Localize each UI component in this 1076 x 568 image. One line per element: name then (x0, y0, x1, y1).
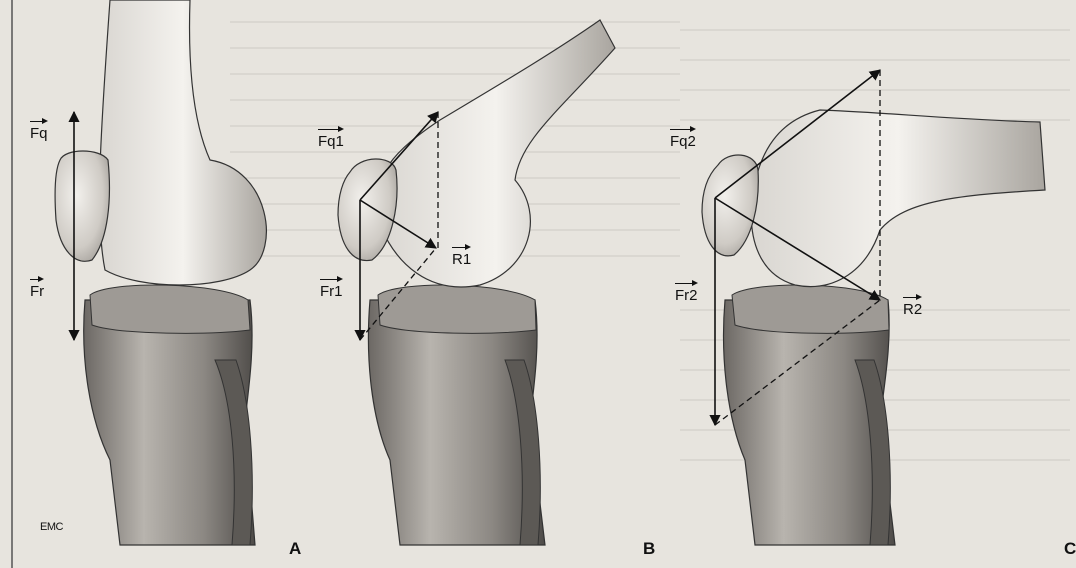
panel-letter-c: C (1064, 540, 1076, 557)
tibial-plateau-a (90, 285, 250, 333)
tibial-plateau-c (732, 285, 889, 333)
label-r2: R2 (903, 296, 922, 317)
panel-letter-a: A (289, 540, 301, 557)
label-fr: Fr (30, 278, 44, 299)
label-fq1: Fq1 (318, 128, 344, 149)
label-fq: Fq (30, 120, 48, 141)
label-fq2: Fq2 (670, 128, 696, 149)
tibial-plateau-b (378, 285, 536, 333)
credit-emc: EMC (40, 522, 63, 533)
label-fr1: Fr1 (320, 278, 343, 299)
label-fr2: Fr2 (675, 282, 698, 303)
panel-letter-b: B (643, 540, 655, 557)
label-r1: R1 (452, 246, 471, 267)
patella-a (55, 151, 109, 261)
